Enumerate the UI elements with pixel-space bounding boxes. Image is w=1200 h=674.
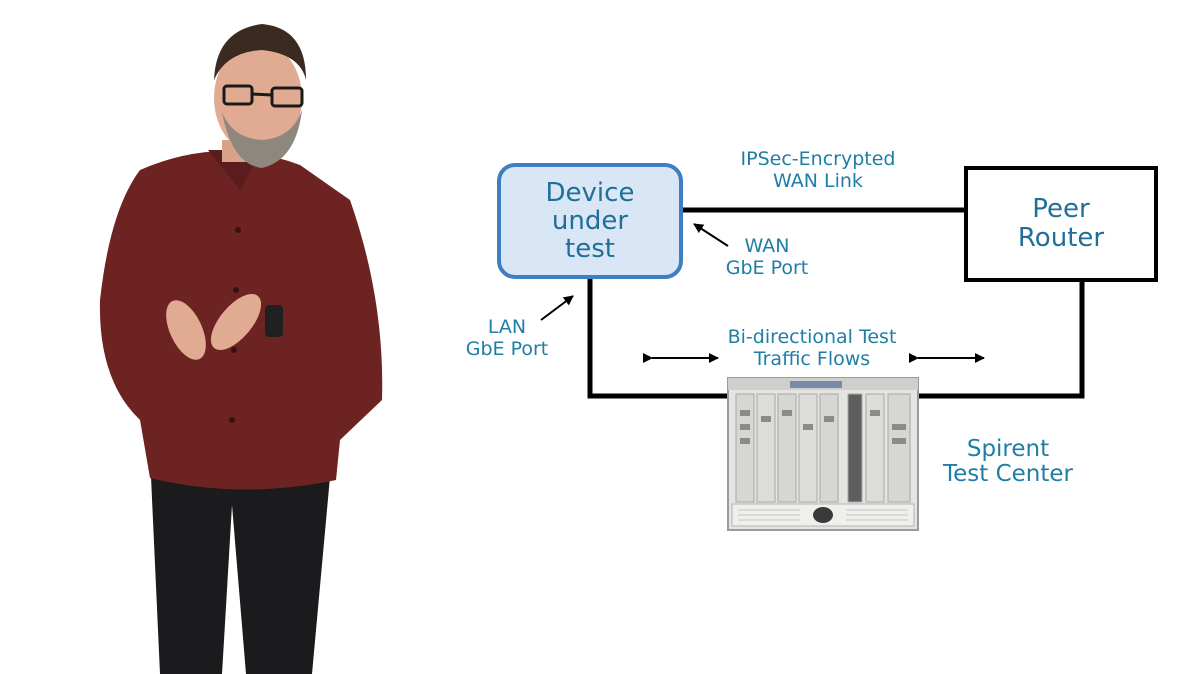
wan-port-label-line-1: WAN <box>744 235 790 257</box>
lan-port-label-line-2: GbE Port <box>465 338 549 360</box>
dut-line-3: test <box>565 234 615 264</box>
lan-port-label: LAN GbE Port <box>452 316 562 360</box>
device-under-test-box: Device under test <box>497 163 683 279</box>
wan-link-label-line-1: IPSec-Encrypted <box>740 148 896 170</box>
wan-port-label-line-2: GbE Port <box>725 257 809 279</box>
lan-loop-line <box>587 279 728 399</box>
wan-port-label: WAN GbE Port <box>712 235 822 279</box>
lan-port-label-line-1: LAN <box>487 316 527 338</box>
test-center-label-line-1: Spirent <box>966 436 1050 462</box>
lan-port-arrow <box>540 295 574 321</box>
test-center-label: Spirent Test Center <box>928 437 1088 487</box>
peer-loop-line <box>918 282 1085 399</box>
peer-router-box: Peer Router <box>964 166 1158 282</box>
peer-line-1: Peer <box>1032 194 1090 224</box>
traffic-label-line-1: Bi-directional Test <box>727 326 897 348</box>
wan-link-label-line-2: WAN Link <box>773 170 863 192</box>
traffic-flows-label: Bi-directional Test Traffic Flows <box>702 326 922 370</box>
peer-line-2: Router <box>1017 223 1105 253</box>
dut-line-2: under <box>551 206 629 236</box>
traffic-label-line-2: Traffic Flows <box>753 348 871 370</box>
dut-line-1: Device <box>545 178 635 208</box>
wan-port-arrow <box>693 223 729 247</box>
test-center-label-line-2: Test Center <box>942 461 1073 487</box>
wan-link-label: IPSec-Encrypted WAN Link <box>718 148 918 192</box>
